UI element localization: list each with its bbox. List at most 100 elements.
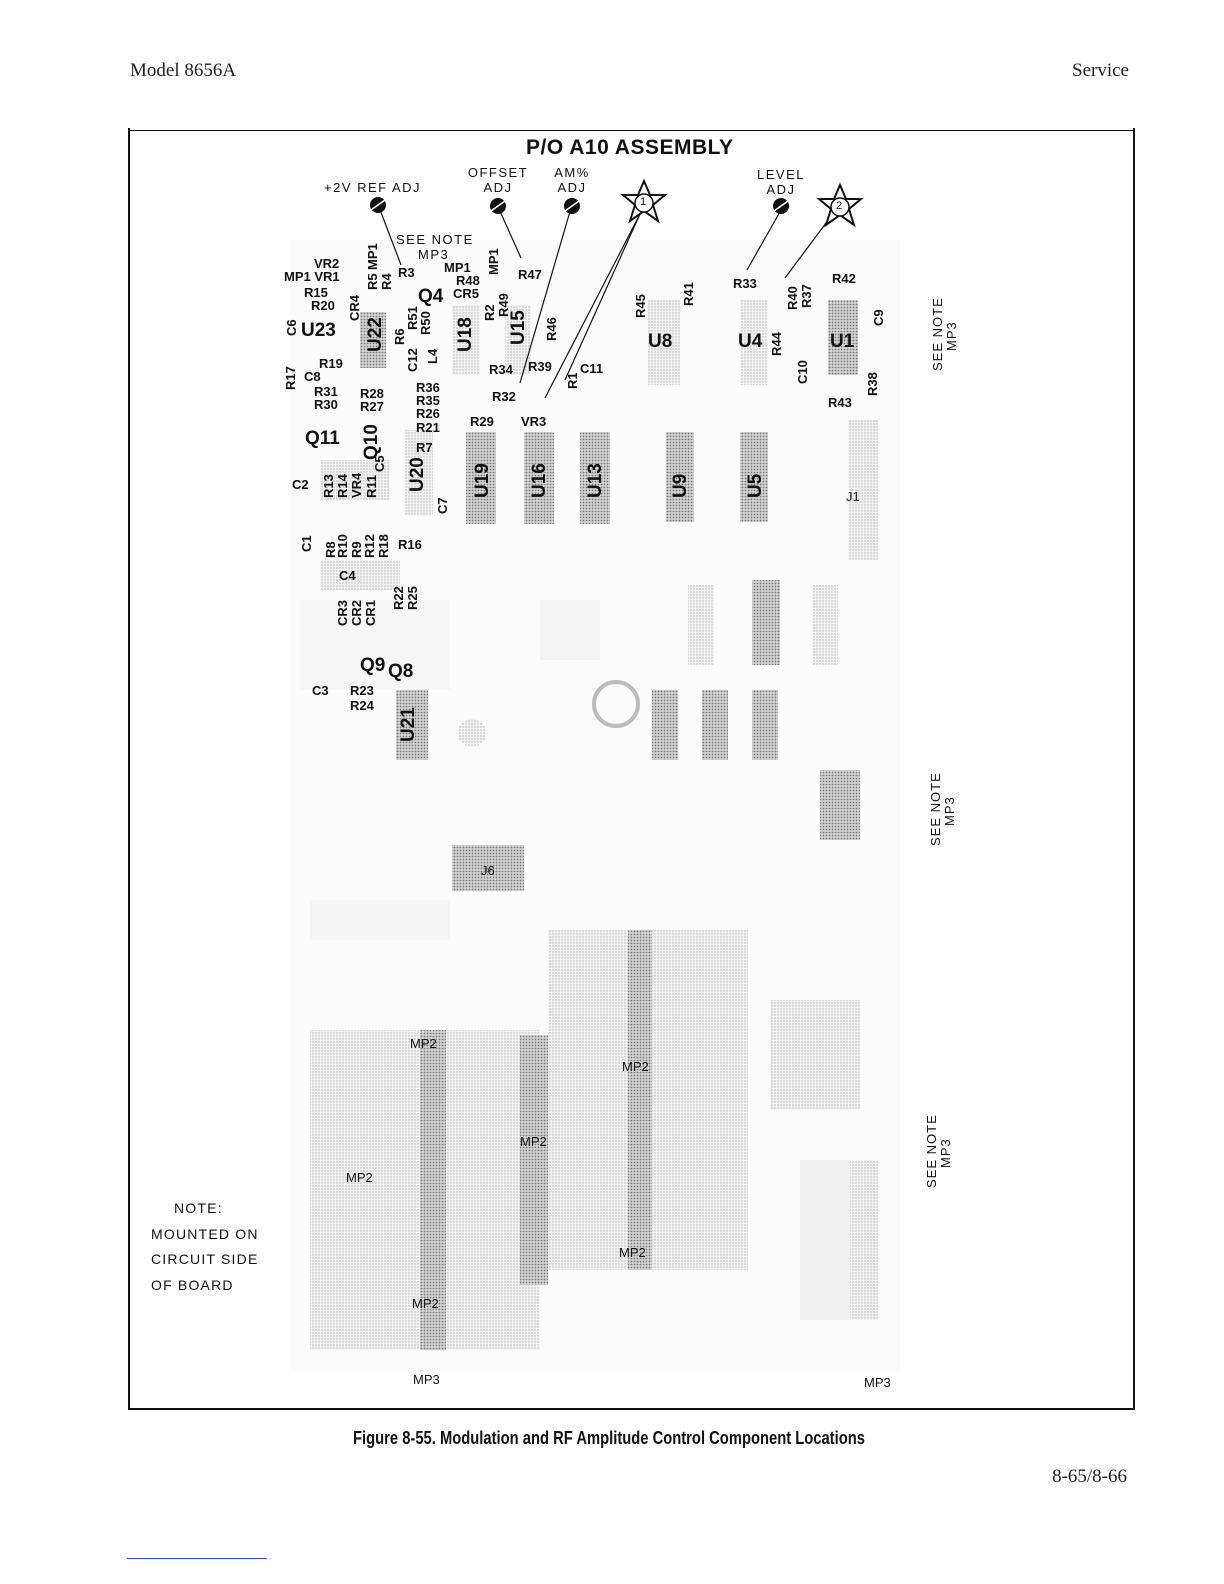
label-R5: R5	[365, 273, 380, 290]
label-C1: C1	[299, 535, 314, 552]
label-C4: C4	[339, 568, 356, 583]
label-U4: U4	[738, 331, 763, 352]
label-U23: U23	[301, 320, 336, 341]
label-U5: U5	[745, 473, 766, 498]
label-R44: R44	[769, 332, 784, 356]
label-U21: U21	[398, 707, 419, 742]
label-U9: U9	[670, 473, 691, 498]
label-R19: R19	[319, 356, 343, 371]
label-C7: C7	[435, 497, 450, 514]
note-line-3: CIRCUIT SIDE	[151, 1251, 259, 1267]
label-R36: R36	[416, 380, 440, 395]
label-R23: R23	[350, 683, 374, 698]
label-C11: C11	[580, 361, 604, 376]
ic-u22	[360, 312, 386, 368]
label-Q4: Q4	[418, 286, 444, 307]
note-heading: NOTE:	[174, 1200, 223, 1216]
label-R35: R35	[416, 393, 440, 408]
label-R41: R41	[681, 282, 696, 306]
label-R45: R45	[633, 294, 648, 318]
label-U8: U8	[648, 331, 673, 352]
label-U19: U19	[472, 463, 493, 498]
label-R39: R39	[528, 359, 552, 374]
label-R46: R46	[544, 317, 559, 341]
label-VR4: VR4	[349, 472, 364, 498]
label-MP1-b: MP1	[444, 260, 471, 275]
label-MP2-b: MP2	[622, 1059, 649, 1074]
label-R32: R32	[492, 389, 516, 404]
label-R38: R38	[865, 372, 880, 396]
label-R10: R10	[335, 534, 350, 558]
star-marker-1-label: 1	[640, 196, 647, 208]
label-MP2-a: MP2	[410, 1036, 437, 1051]
label-R43: R43	[828, 395, 852, 410]
label-R28: R28	[360, 386, 384, 401]
label-R31: R31	[314, 384, 338, 399]
note-line-2: MOUNTED ON	[151, 1225, 259, 1242]
label-Q9: Q9	[360, 655, 386, 676]
label-C2: C2	[292, 477, 309, 492]
label-U13: U13	[585, 463, 606, 498]
label-R27: R27	[360, 399, 384, 414]
label-R22: R22	[391, 586, 406, 610]
label-R30: R30	[314, 397, 338, 412]
page-number: 8-65/8-66	[1052, 1466, 1127, 1487]
label-J6: J6	[481, 863, 495, 878]
frame-top-line	[130, 130, 1133, 131]
label-CR5: CR5	[453, 286, 480, 301]
label-R15: R15	[304, 285, 328, 300]
header-section: Service	[1072, 60, 1129, 81]
label-C12: C12	[405, 348, 420, 372]
label-U15: U15	[508, 310, 529, 345]
label-R18: R18	[376, 534, 391, 558]
label-U20: U20	[407, 457, 428, 492]
label-R33: R33	[733, 276, 757, 291]
label-R37: R37	[799, 284, 814, 308]
label-R20: R20	[311, 298, 335, 313]
screw-icon-level	[773, 198, 789, 214]
label-MP1-VR1: MP1 VR1	[284, 269, 340, 284]
star-marker-2-icon	[816, 182, 864, 228]
label-VR2: VR2	[314, 256, 340, 271]
adj-ref-label: +2V REF ADJ	[324, 180, 422, 195]
label-R7: R7	[416, 440, 433, 455]
screw-icon-offset	[490, 198, 506, 214]
frame-bottom-line	[130, 1408, 1133, 1410]
label-R42: R42	[832, 271, 856, 286]
label-U18: U18	[455, 317, 476, 352]
label-R24: R24	[350, 698, 374, 713]
label-MP3-a: MP3	[413, 1372, 440, 1387]
label-U16: U16	[529, 463, 550, 498]
label-R13: R13	[321, 474, 336, 498]
label-R12: R12	[362, 534, 377, 558]
label-CR3: CR3	[335, 599, 350, 626]
label-Q8: Q8	[388, 661, 414, 682]
footer-rule	[127, 1558, 267, 1559]
label-MP2-d: MP2	[346, 1170, 373, 1185]
label-R11: R11	[364, 474, 379, 498]
label-C6: C6	[284, 319, 299, 336]
label-R3: R3	[398, 265, 415, 280]
label-C9: C9	[871, 309, 886, 326]
label-R34: R34	[489, 362, 513, 377]
label-L4: L4	[425, 348, 440, 364]
label-R6: R6	[392, 328, 407, 345]
label-MP2-c: MP2	[520, 1134, 547, 1149]
label-R21: R21	[416, 420, 440, 435]
label-J1: J1	[846, 489, 860, 504]
label-R2: R2	[482, 304, 497, 321]
label-CR1: CR1	[363, 599, 378, 626]
figure-title: P/O A10 ASSEMBLY	[526, 136, 734, 159]
label-MP1-c: MP1	[486, 248, 501, 275]
label-MP1-a: MP1	[365, 243, 380, 270]
label-C3: C3	[312, 683, 329, 698]
label-VR3: VR3	[521, 414, 547, 429]
label-Q11: Q11	[305, 428, 340, 449]
